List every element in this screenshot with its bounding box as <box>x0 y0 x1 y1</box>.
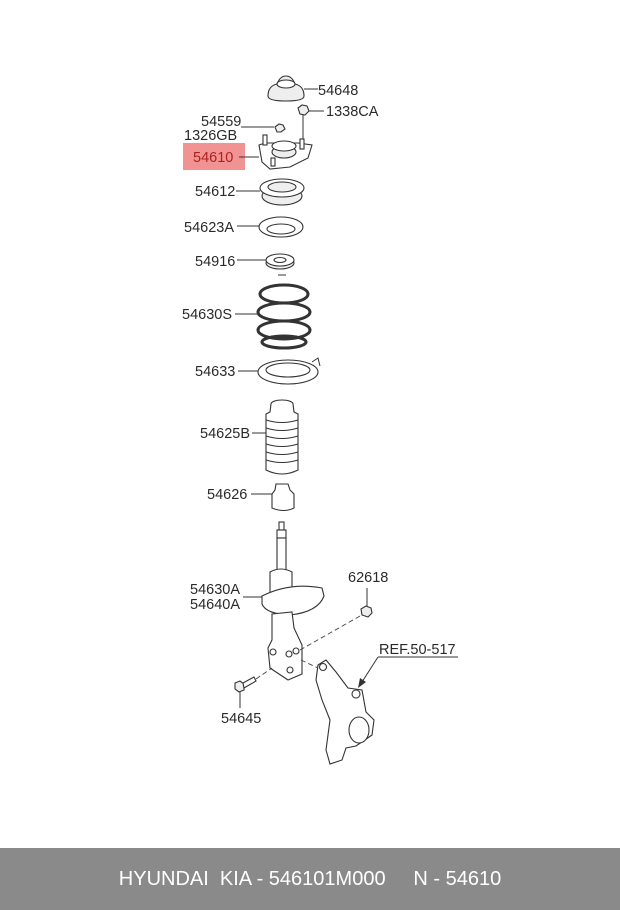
label-1326GB: 1326GB <box>184 128 237 144</box>
label-ref: REF.50-517 <box>379 642 456 658</box>
part-54916: 54916 <box>195 253 295 270</box>
label-1338CA: 1338CA <box>326 104 379 120</box>
label-54612: 54612 <box>195 184 235 200</box>
part-54626: 54626 <box>207 483 295 512</box>
label-54625B: 54625B <box>200 426 250 442</box>
part-54648: 54648 <box>267 75 358 102</box>
label-54630A: 54630A <box>190 582 240 598</box>
label-54630S: 54630S <box>182 307 232 323</box>
part-54625B: 54625B <box>200 399 299 475</box>
label-54626: 54626 <box>207 487 247 503</box>
part-54612: 54612 <box>195 178 305 206</box>
part-54559: 54559 1326GB <box>184 114 286 144</box>
part-54623A: 54623A <box>184 216 304 238</box>
label-54916: 54916 <box>195 254 235 270</box>
label-54645: 54645 <box>221 711 261 727</box>
label-54633: 54633 <box>195 364 235 380</box>
part-1338CA: 1338CA <box>297 104 379 143</box>
footer-bar: HYUNDAI KIA - 546101M000 N - 54610 <box>0 848 620 910</box>
part-54610: 54610 <box>183 134 313 170</box>
highlight-box <box>183 143 245 170</box>
part-62618: 62618 <box>299 570 388 651</box>
footer-part-number-text: HYUNDAI KIA - 546101M000 N - 54610 <box>118 867 502 890</box>
part-54633: 54633 <box>195 357 321 385</box>
parts-diagram: 54648 1338CA 54559 1326GB 54610 54612 <box>182 75 458 765</box>
part-54645: 54645 <box>221 667 273 727</box>
label-54640A: 54640A <box>190 597 240 613</box>
part-54630A-strut: 54630A 54640A <box>190 521 325 681</box>
part-knuckle: REF.50-517 <box>300 642 458 765</box>
label-54559: 54559 <box>201 114 241 130</box>
part-54630S: 54630S <box>182 274 312 350</box>
label-54623A: 54623A <box>184 220 234 236</box>
label-54648: 54648 <box>318 83 358 99</box>
label-54610: 54610 <box>193 150 233 166</box>
label-62618: 62618 <box>348 570 388 586</box>
